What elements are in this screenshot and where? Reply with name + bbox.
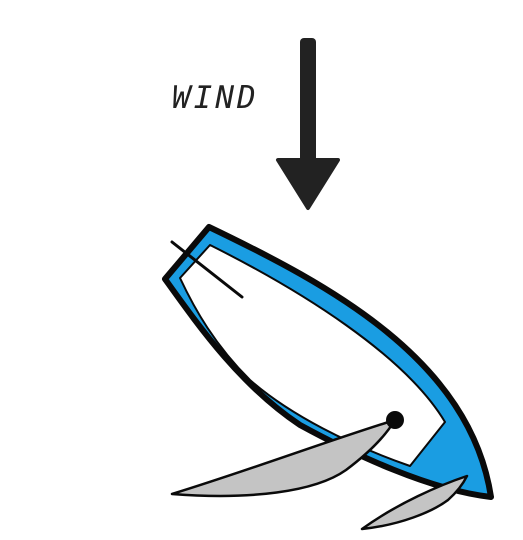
main-sail xyxy=(170,418,397,498)
wind-label: WIND xyxy=(172,80,259,116)
wind-arrow-head xyxy=(276,158,340,210)
bowsprit-line xyxy=(170,240,244,299)
wind-arrow-shaft xyxy=(300,38,316,166)
sailboat xyxy=(162,224,494,531)
wind-arrow xyxy=(276,38,340,210)
boat-deck xyxy=(179,244,446,467)
jib-sail xyxy=(360,474,469,531)
mast xyxy=(386,411,404,429)
